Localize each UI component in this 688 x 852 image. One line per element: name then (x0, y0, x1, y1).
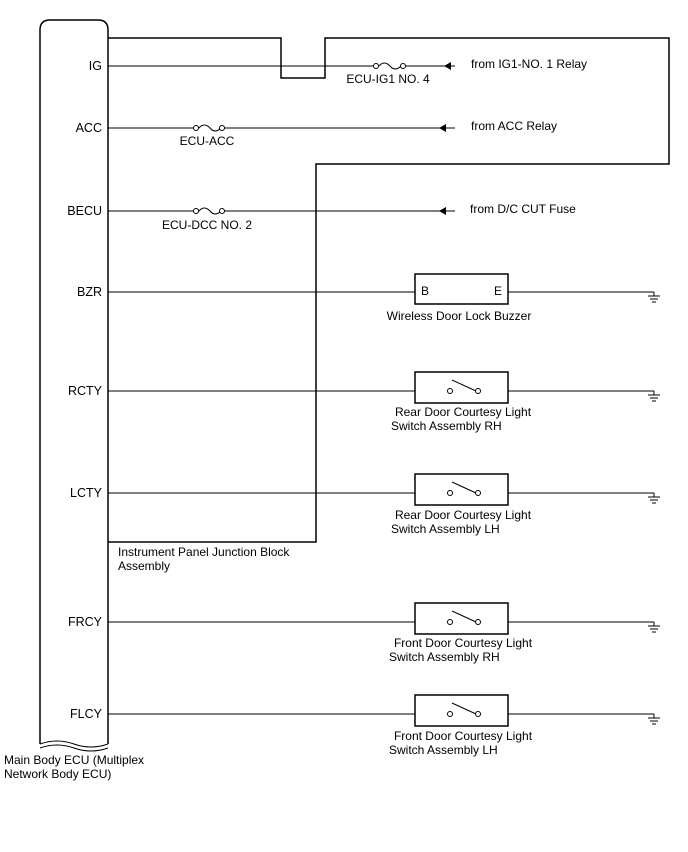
ground-icon (648, 391, 660, 402)
fuse-label-ig: ECU-IG1 NO. 4 (346, 72, 430, 86)
ecu-wavy-bottom (39, 740, 109, 748)
fuse-label-acc: ECU-ACC (180, 134, 235, 148)
pin-label-becu: BECU (67, 204, 102, 218)
switch-label-front-rh-1: Front Door Courtesy Light (394, 636, 533, 650)
source-label-ig: from IG1-NO. 1 Relay (471, 57, 587, 71)
pin-label-bzr: BZR (77, 285, 102, 299)
pin-label-flcy: FLCY (70, 707, 103, 721)
pin-label-acc: ACC (76, 121, 102, 135)
buzzer-box (414, 273, 509, 305)
ground-icon (648, 292, 660, 303)
switch-label-rear-lh-1: Rear Door Courtesy Light (395, 508, 532, 522)
switch-label-rear-rh-1: Rear Door Courtesy Light (395, 405, 532, 419)
fuse-becu-symbol (193, 207, 225, 215)
switch-label-front-lh-1: Front Door Courtesy Light (394, 729, 533, 743)
switch-label-front-lh-2: Switch Assembly LH (389, 743, 498, 757)
switch-icon (447, 481, 481, 496)
junction-block-outline (108, 37, 670, 543)
switch-box-rear-lh (414, 473, 509, 506)
ecu-label-2: Network Body ECU) (4, 767, 111, 781)
switch-label-rear-lh-2: Switch Assembly LH (391, 522, 500, 536)
switch-icon (447, 610, 481, 625)
switch-label-front-rh-2: Switch Assembly RH (389, 650, 500, 664)
arrow-acc (439, 124, 446, 132)
switch-label-rear-rh-2: Switch Assembly RH (391, 419, 502, 433)
buzzer-label: Wireless Door Lock Buzzer (387, 309, 532, 323)
ecu-body (39, 19, 109, 744)
ecu-label-1: Main Body ECU (Multiplex (4, 753, 144, 767)
fuse-acc-symbol (193, 124, 225, 132)
buzzer-terminal-e: E (494, 284, 502, 298)
ecu-wavy-bottom-2 (39, 744, 109, 752)
buzzer-terminal-b: B (421, 284, 429, 298)
pin-label-ig: IG (89, 59, 102, 73)
arrow-becu (439, 207, 446, 215)
source-label-acc: from ACC Relay (471, 119, 557, 133)
pin-label-lcty: LCTY (70, 486, 103, 500)
switch-icon (447, 702, 481, 717)
switch-box-front-lh (414, 694, 509, 727)
fuse-label-becu: ECU-DCC NO. 2 (162, 218, 252, 232)
pin-label-frcy: FRCY (68, 615, 103, 629)
switch-box-rear-rh (414, 371, 509, 404)
junction-block-label-1: Instrument Panel Junction Block (118, 545, 290, 559)
fuse-ig-symbol (373, 62, 406, 70)
switch-box-front-rh (414, 602, 509, 635)
junction-block-label-2: Assembly (118, 559, 170, 573)
source-label-becu: from D/C CUT Fuse (470, 202, 576, 216)
switch-icon (447, 379, 481, 394)
ground-icon (648, 714, 660, 725)
arrow-ig (444, 62, 451, 70)
ground-icon (648, 622, 660, 633)
pin-label-rcty: RCTY (68, 384, 103, 398)
ground-icon (648, 493, 660, 504)
